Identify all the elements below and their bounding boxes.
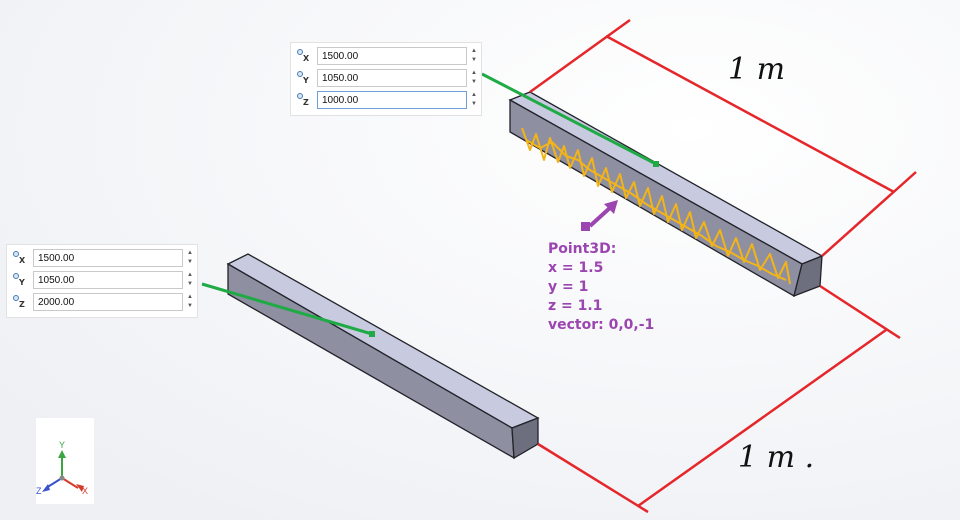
y-spinner[interactable]: ▲▼ — [185, 271, 195, 289]
y-value-input[interactable] — [33, 271, 183, 289]
z-value-input[interactable] — [317, 91, 467, 109]
dimension-label-top: 1 m — [728, 52, 786, 87]
x-axis-icon: X — [297, 48, 317, 66]
coordinate-panel-bottom: X ▲▼ Y ▲▼ Z ▲▼ — [6, 244, 198, 318]
view-triad: Y X Z — [36, 418, 94, 504]
y-value-input[interactable] — [317, 69, 467, 87]
spin-up-icon[interactable]: ▲ — [187, 272, 193, 278]
annotation-z: z = 1.1 — [548, 298, 603, 314]
dimension-lines — [529, 18, 917, 514]
z-spinner[interactable]: ▲▼ — [469, 91, 479, 109]
y-spinner[interactable]: ▲▼ — [469, 69, 479, 87]
annotation-x: x = 1.5 — [548, 260, 604, 276]
x-value-input[interactable] — [317, 47, 467, 65]
spin-down-icon[interactable]: ▼ — [471, 57, 477, 63]
y-axis-icon: Y — [297, 70, 317, 88]
coord-row-x: X ▲▼ — [295, 46, 477, 68]
triad-y-label: Y — [59, 440, 65, 450]
x-spinner[interactable]: ▲▼ — [469, 47, 479, 65]
coord-row-z: Z ▲▼ — [295, 90, 477, 112]
spin-up-icon[interactable]: ▲ — [471, 70, 477, 76]
spin-up-icon[interactable]: ▲ — [187, 294, 193, 300]
spin-down-icon[interactable]: ▼ — [187, 259, 193, 265]
coord-row-z: Z ▲▼ — [11, 292, 193, 314]
annotation-title: Point3D: — [548, 241, 617, 257]
coord-row-y: Y ▲▼ — [295, 68, 477, 90]
spin-down-icon[interactable]: ▼ — [187, 303, 193, 309]
spin-down-icon[interactable]: ▼ — [471, 79, 477, 85]
dimension-label-bottom: 1 m . — [738, 440, 815, 475]
coord-row-y: Y ▲▼ — [11, 270, 193, 292]
annotation-y: y = 1 — [548, 279, 589, 295]
x-spinner[interactable]: ▲▼ — [185, 249, 195, 267]
spin-up-icon[interactable]: ▲ — [471, 48, 477, 54]
spin-up-icon[interactable]: ▲ — [187, 250, 193, 256]
z-axis-icon: Z — [297, 92, 317, 110]
spin-up-icon[interactable]: ▲ — [471, 92, 477, 98]
x-axis-icon: X — [13, 250, 33, 268]
triad-z-label: Z — [36, 486, 42, 496]
coordinate-panel-top: X ▲▼ Y ▲▼ Z ▲▼ — [290, 42, 482, 116]
highlighted-region-squiggle — [521, 127, 791, 285]
y-axis-icon: Y — [13, 272, 33, 290]
z-spinner[interactable]: ▲▼ — [185, 293, 195, 311]
vector-arrow — [581, 200, 618, 231]
leader-lines — [201, 72, 659, 337]
spin-down-icon[interactable]: ▼ — [471, 101, 477, 107]
point3d-annotation: Point3D: x = 1.5 y = 1 z = 1.1 vector: 0… — [548, 240, 654, 335]
triad-x-label: X — [82, 486, 88, 496]
coord-row-x: X ▲▼ — [11, 248, 193, 270]
x-value-input[interactable] — [33, 249, 183, 267]
spin-down-icon[interactable]: ▼ — [187, 281, 193, 287]
z-axis-icon: Z — [13, 294, 33, 312]
annotation-vector: vector: 0,0,-1 — [548, 317, 655, 333]
z-value-input[interactable] — [33, 293, 183, 311]
